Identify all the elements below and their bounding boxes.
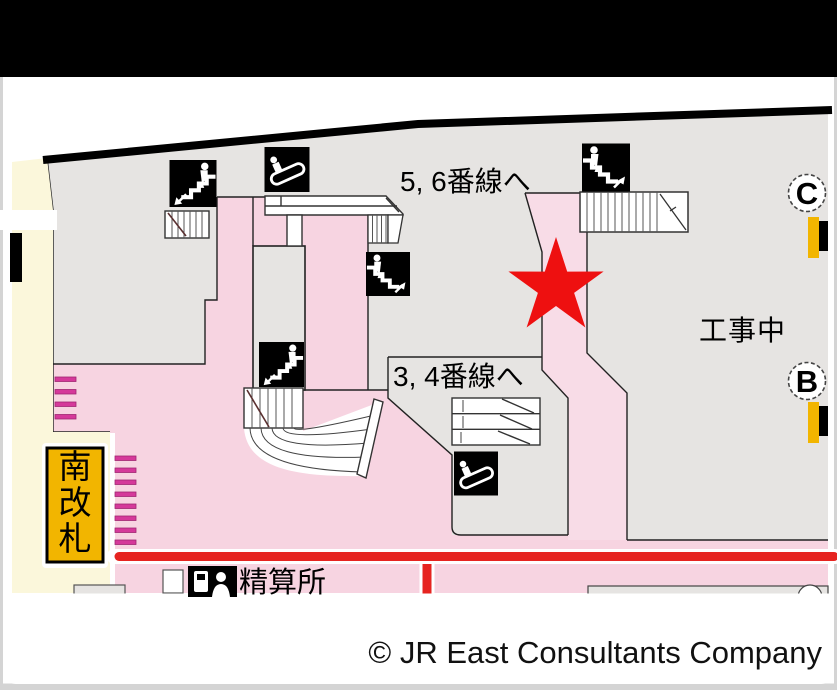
header-bar (0, 0, 837, 77)
fare-adjustment-label: 精算所 (239, 566, 326, 599)
map-bottom-mask (3, 593, 834, 684)
stairs-structure-tracks56 (579, 191, 689, 233)
platform-edge-line (42, 106, 833, 164)
exit-b-label: B (796, 364, 818, 399)
fare-adjustment-office: 精算所 (188, 566, 326, 599)
stairs-structure-nw (164, 210, 210, 239)
route-line (106, 549, 837, 600)
south-gate-sign: 南 改 札 (42, 443, 108, 568)
ticket-machine-box (162, 569, 184, 594)
stairs-down-icon (170, 160, 217, 207)
exit-c-label: C (796, 176, 818, 211)
tracks-34-label: 3, 4番線へ (393, 361, 524, 392)
escalator-icon (454, 450, 498, 497)
copyright-text: © JR East Consultants Company (368, 635, 822, 670)
stairs-structure-ne (367, 214, 404, 244)
left-wall-sign (10, 233, 22, 282)
exit-c-badge: C (787, 173, 828, 258)
stairs-structure-center (243, 387, 384, 479)
south-gate-char: 南 (59, 448, 92, 485)
walkway-west-corridors (205, 197, 368, 420)
ticket-gates-upper (54, 376, 77, 420)
stairs-up-icon (366, 252, 410, 296)
escalator-shaft (286, 214, 303, 247)
tracks-56-label: 5, 6番線へ (400, 166, 531, 197)
escalator-structure-tracks34 (451, 397, 541, 446)
escalator-icon (263, 147, 311, 192)
exit-b-badge: B (787, 361, 828, 443)
ticket-gates-lower (114, 455, 137, 545)
construction-label: 工事中 (699, 315, 786, 346)
escalator-structure-top (264, 195, 404, 216)
stairs-down-icon (259, 342, 304, 387)
stairs-up-icon (582, 144, 630, 192)
south-gate-char: 札 (59, 520, 92, 557)
fare-adjustment-icon (188, 566, 237, 597)
current-location-star (508, 237, 604, 328)
gate-divider-gap (110, 433, 115, 593)
left-passage-gap (0, 210, 57, 230)
south-gate-char: 改 (59, 484, 92, 521)
